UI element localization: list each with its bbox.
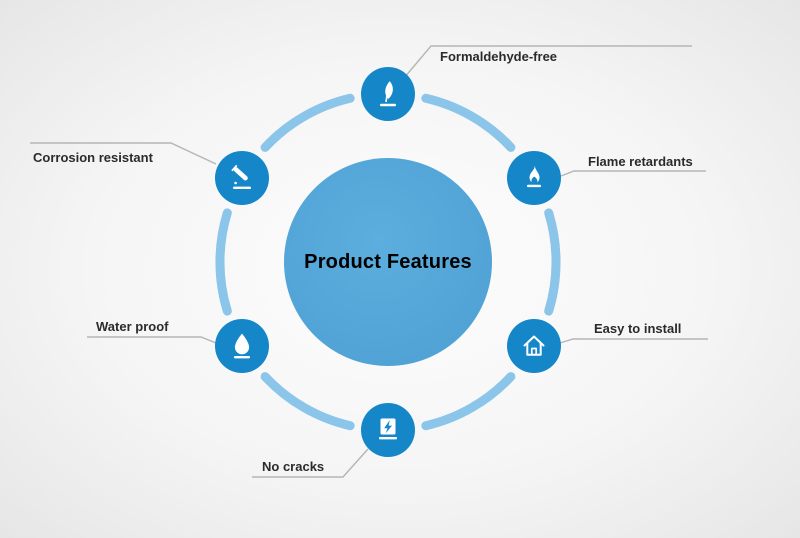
feature-node-water-proof xyxy=(215,319,269,373)
test-tube-icon xyxy=(231,165,251,189)
ring-arc xyxy=(421,372,516,431)
connector-water-proof xyxy=(87,336,217,344)
feature-node-corrosion-resistant xyxy=(215,151,269,205)
ring-arc xyxy=(260,93,355,152)
water-drop-icon xyxy=(234,333,250,359)
flame-icon xyxy=(527,165,541,188)
feature-node-easy-to-install xyxy=(507,319,561,373)
feature-node-formaldehyde-free xyxy=(361,67,415,121)
connector-corrosion-resistant xyxy=(30,142,217,165)
feature-label-water-proof: Water proof xyxy=(96,319,169,334)
diagram-title: Product Features xyxy=(304,250,472,273)
connector-easy-to-install xyxy=(559,338,708,344)
connector-no-cracks xyxy=(252,448,369,478)
feature-node-no-cracks xyxy=(361,403,415,457)
feature-label-no-cracks: No cracks xyxy=(262,459,325,474)
lightning-icon xyxy=(379,418,397,440)
feature-label-easy-to-install: Easy to install xyxy=(594,321,682,336)
ring-arc xyxy=(421,93,516,152)
label-connectors xyxy=(30,45,708,478)
feature-node-flame-retardants xyxy=(507,151,561,205)
feature-label-flame-retardants: Flame retardants xyxy=(588,154,693,169)
connector-flame-retardants xyxy=(560,170,706,177)
house-icon xyxy=(523,335,545,356)
leaf-icon xyxy=(380,81,396,107)
circular-ring xyxy=(215,93,561,431)
feature-label-corrosion-resistant: Corrosion resistant xyxy=(33,150,153,165)
ring-arc xyxy=(260,372,355,431)
center-circle: Product Features xyxy=(284,158,492,366)
connector-formaldehyde-free xyxy=(403,45,692,79)
ring-arc xyxy=(544,208,561,316)
feature-label-formaldehyde-free: Formaldehyde-free xyxy=(440,49,558,64)
ring-arc xyxy=(215,208,232,316)
